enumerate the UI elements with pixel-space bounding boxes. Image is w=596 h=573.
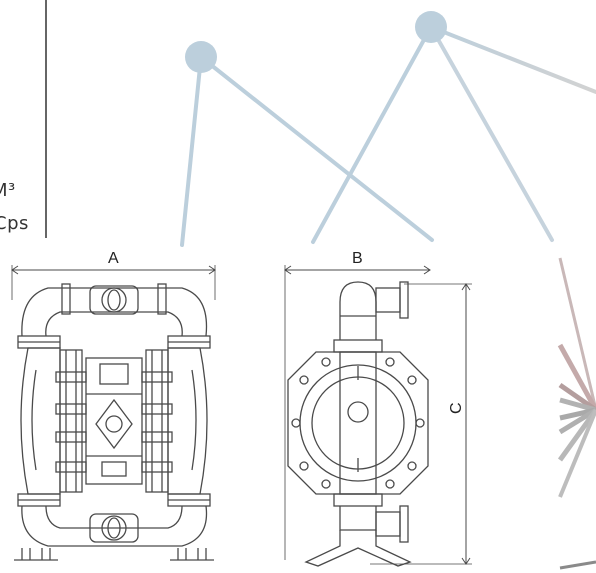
dimension-b-label: B [352,250,363,267]
unit-cps-fragment: Cps [0,213,29,234]
network-node-icon [185,41,217,73]
network-node-icon [415,11,447,43]
burst-decoration [557,257,596,570]
dimension-c-label: C [448,402,465,414]
pump-side-view-icon [284,265,472,567]
unit-m3-fragment: M³ [0,180,16,201]
network-decoration [180,11,596,247]
dimension-a-label: A [108,250,119,267]
pump-front-view-icon [11,265,216,561]
